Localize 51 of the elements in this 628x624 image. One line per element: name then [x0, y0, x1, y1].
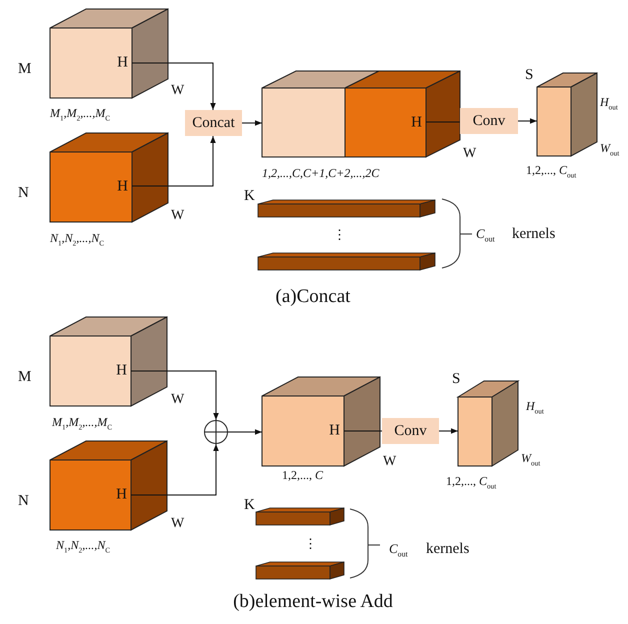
kernels-caption: kernels: [426, 542, 470, 557]
ellipsis: ⋮: [304, 537, 317, 550]
tensor-label: S: [452, 372, 460, 387]
channel-index-label: 1,2,..., C: [282, 469, 324, 481]
kernel-count-label: C$_{out}$: [389, 542, 408, 558]
arrow: [132, 136, 216, 186]
arrow: [130, 370, 219, 420]
height-label: H: [411, 115, 422, 130]
channel-index-label: 1,2,...,C,C+1,C+2,...,2C: [262, 167, 380, 179]
dimension-label: W: [171, 209, 184, 223]
channel-index-label: W$_{out}$: [600, 142, 620, 158]
tensor-label: M: [18, 370, 32, 385]
tensor-label: S: [525, 68, 534, 83]
height-label: H: [117, 56, 128, 70]
dimension-label: W: [171, 393, 184, 407]
operation-box: Conv: [382, 418, 439, 444]
subfigure-caption: (a)Concat: [276, 287, 350, 306]
channel-index-label: M$_{1}$,M$_{2}$,...,M$_{C}$: [52, 416, 112, 432]
operation-box: Concat: [185, 110, 242, 136]
kernel-count-label: C$_{out}$: [476, 227, 495, 244]
channel-index-label: 1,2,..., C$_{out}$: [446, 475, 496, 491]
dimension-label: W: [171, 517, 184, 531]
kernel-label: K: [244, 498, 255, 513]
dimension-label: W: [463, 147, 476, 161]
channel-index-label: W$_{out}$: [521, 452, 540, 468]
arrow: [132, 62, 216, 110]
arrow: [242, 120, 262, 126]
dimension-label: W: [171, 84, 184, 98]
subfigure-caption: (b)element-wise Add: [233, 592, 393, 611]
channel-index-label: N$_{1}$,N$_{2}$,...,N$_{C}$: [56, 539, 110, 555]
channel-index-label: N$_{1}$,N$_{2}$,...,N$_{C}$: [50, 232, 104, 248]
operation-box: Conv: [460, 108, 518, 134]
height-label: H: [329, 424, 340, 438]
tensor-label: N: [18, 186, 29, 201]
arrow: [228, 429, 262, 435]
kernel-label: K: [244, 189, 255, 204]
height-label: H: [116, 364, 127, 378]
ellipsis: ⋮: [333, 228, 346, 241]
tensor-label: N: [18, 494, 29, 509]
channel-index-label: M$_{1}$,M$_{2}$,...,M$_{C}$: [50, 107, 110, 123]
arrow: [518, 118, 538, 124]
height-label: H: [116, 488, 127, 502]
channel-index-label: H$_{out}$: [526, 400, 544, 416]
channel-index-label: 1,2,..., C$_{out}$: [526, 164, 576, 180]
tensor-label: M: [18, 62, 32, 77]
arrow: [438, 428, 458, 434]
dimension-label: W: [383, 455, 396, 469]
arrow: [130, 444, 219, 496]
height-label: H: [117, 180, 128, 194]
channel-index-label: H$_{out}$: [600, 96, 618, 112]
kernels-caption: kernels: [512, 227, 556, 242]
